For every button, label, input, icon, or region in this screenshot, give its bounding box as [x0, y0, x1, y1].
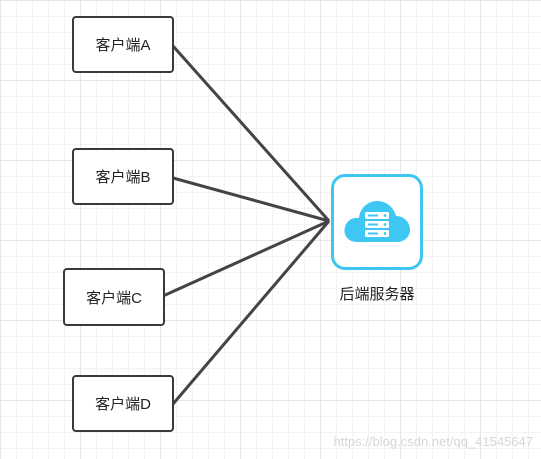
client-c-label: 客户端C [86, 289, 142, 307]
client-c-node[interactable]: 客户端C [63, 268, 165, 326]
connector-client-d [171, 220, 331, 405]
server-node[interactable] [331, 174, 423, 270]
server-label: 后端服务器 [339, 286, 415, 303]
client-d-label: 客户端D [95, 396, 151, 413]
client-a-node[interactable]: 客户端A [72, 16, 174, 73]
client-b-label: 客户端B [95, 169, 151, 186]
client-a-label: 客户端A [95, 37, 151, 54]
connector-client-a [171, 45, 331, 222]
client-b-node[interactable]: 客户端B [72, 148, 174, 205]
watermark-text: https://blog.csdn.net/qq_41545647 [333, 434, 534, 449]
connector-client-b [172, 176, 330, 223]
client-d-node[interactable]: 客户端D [72, 375, 174, 432]
cloud-server-icon [344, 201, 410, 242]
connector-client-c [162, 219, 330, 298]
